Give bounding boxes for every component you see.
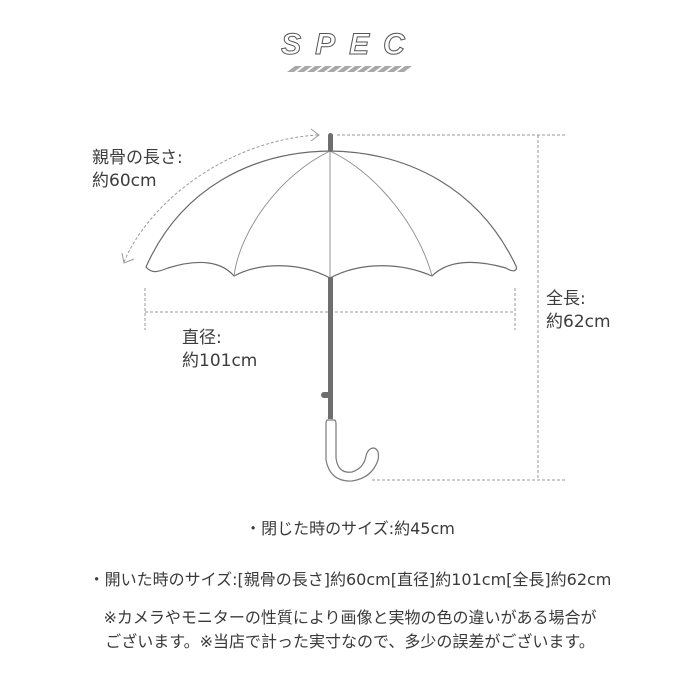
umbrella-shaft <box>321 133 333 419</box>
spec-title: SPEC <box>281 28 419 62</box>
diameter-name: 直径: <box>182 328 222 348</box>
closed-size-spec: ・閉じた時のサイズ:約45cm <box>245 519 455 538</box>
disclaimer-note-2: ございます。※当店で計った実寸なので、多少の誤差がございます。 <box>105 632 595 651</box>
diameter-label: 直径: 約101cm <box>182 327 257 373</box>
disclaimer-note-1: ※カメラやモニターの性質により画像と実物の色の違いがある場合が <box>103 608 597 627</box>
umbrella-canopy <box>145 150 517 279</box>
rib-length-value: 約60cm <box>92 171 157 191</box>
diameter-value: 約101cm <box>182 351 258 371</box>
rib-length-arrow <box>121 128 320 264</box>
total-length-value: 約62cm <box>546 312 611 332</box>
title-stripe-decoration <box>287 66 412 72</box>
umbrella-handle <box>325 419 380 482</box>
rib-length-label: 親骨の長さ: 約60cm <box>92 147 183 193</box>
total-length-name: 全長: <box>546 289 586 309</box>
total-length-label: 全長: 約62cm <box>546 288 611 334</box>
rib-length-name: 親骨の長さ: <box>92 148 183 168</box>
open-size-spec: ・開いた時のサイズ:[親骨の長さ]約60cm[直径]約101cm[全長]約62c… <box>88 570 612 589</box>
